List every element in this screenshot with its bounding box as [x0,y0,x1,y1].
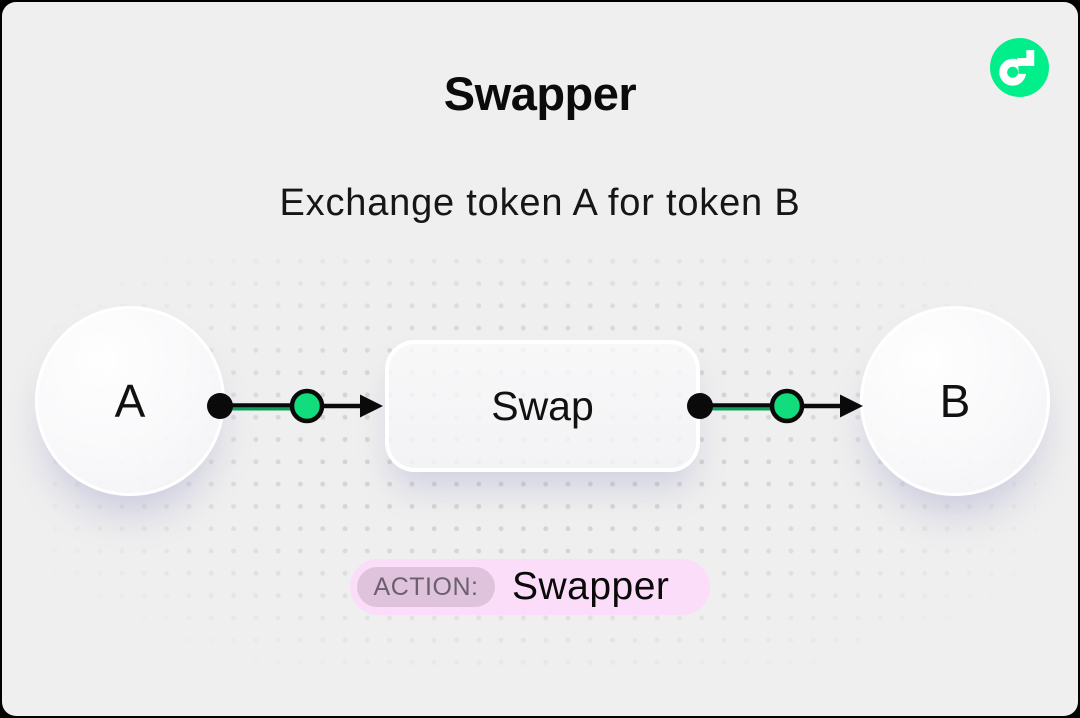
flow-logo-icon [990,38,1049,97]
token-b-label: B [939,375,971,427]
connector-green-node-icon [289,388,325,424]
action-badge-value: Swapper [512,565,670,608]
action-badge-label: ACTION: [357,567,495,607]
action-badge: ACTION: Swapper [350,559,710,615]
arrowhead-icon [840,394,863,418]
page-subtitle: Exchange token A for token B [279,182,801,224]
arrowhead-icon [360,394,383,418]
connector-green-node-icon [769,388,805,424]
token-b-node: B [860,306,1050,496]
connector-dot-icon [687,393,713,419]
page-title: Swapper [443,67,637,120]
connector-dot-icon [207,393,233,419]
arrow-a-to-swap [207,388,383,424]
swap-node-label: Swap [491,382,594,429]
token-a-node: A [35,306,225,496]
swap-node: Swap [385,340,700,472]
arrow-swap-to-b [687,388,863,424]
token-a-label: A [114,375,146,427]
